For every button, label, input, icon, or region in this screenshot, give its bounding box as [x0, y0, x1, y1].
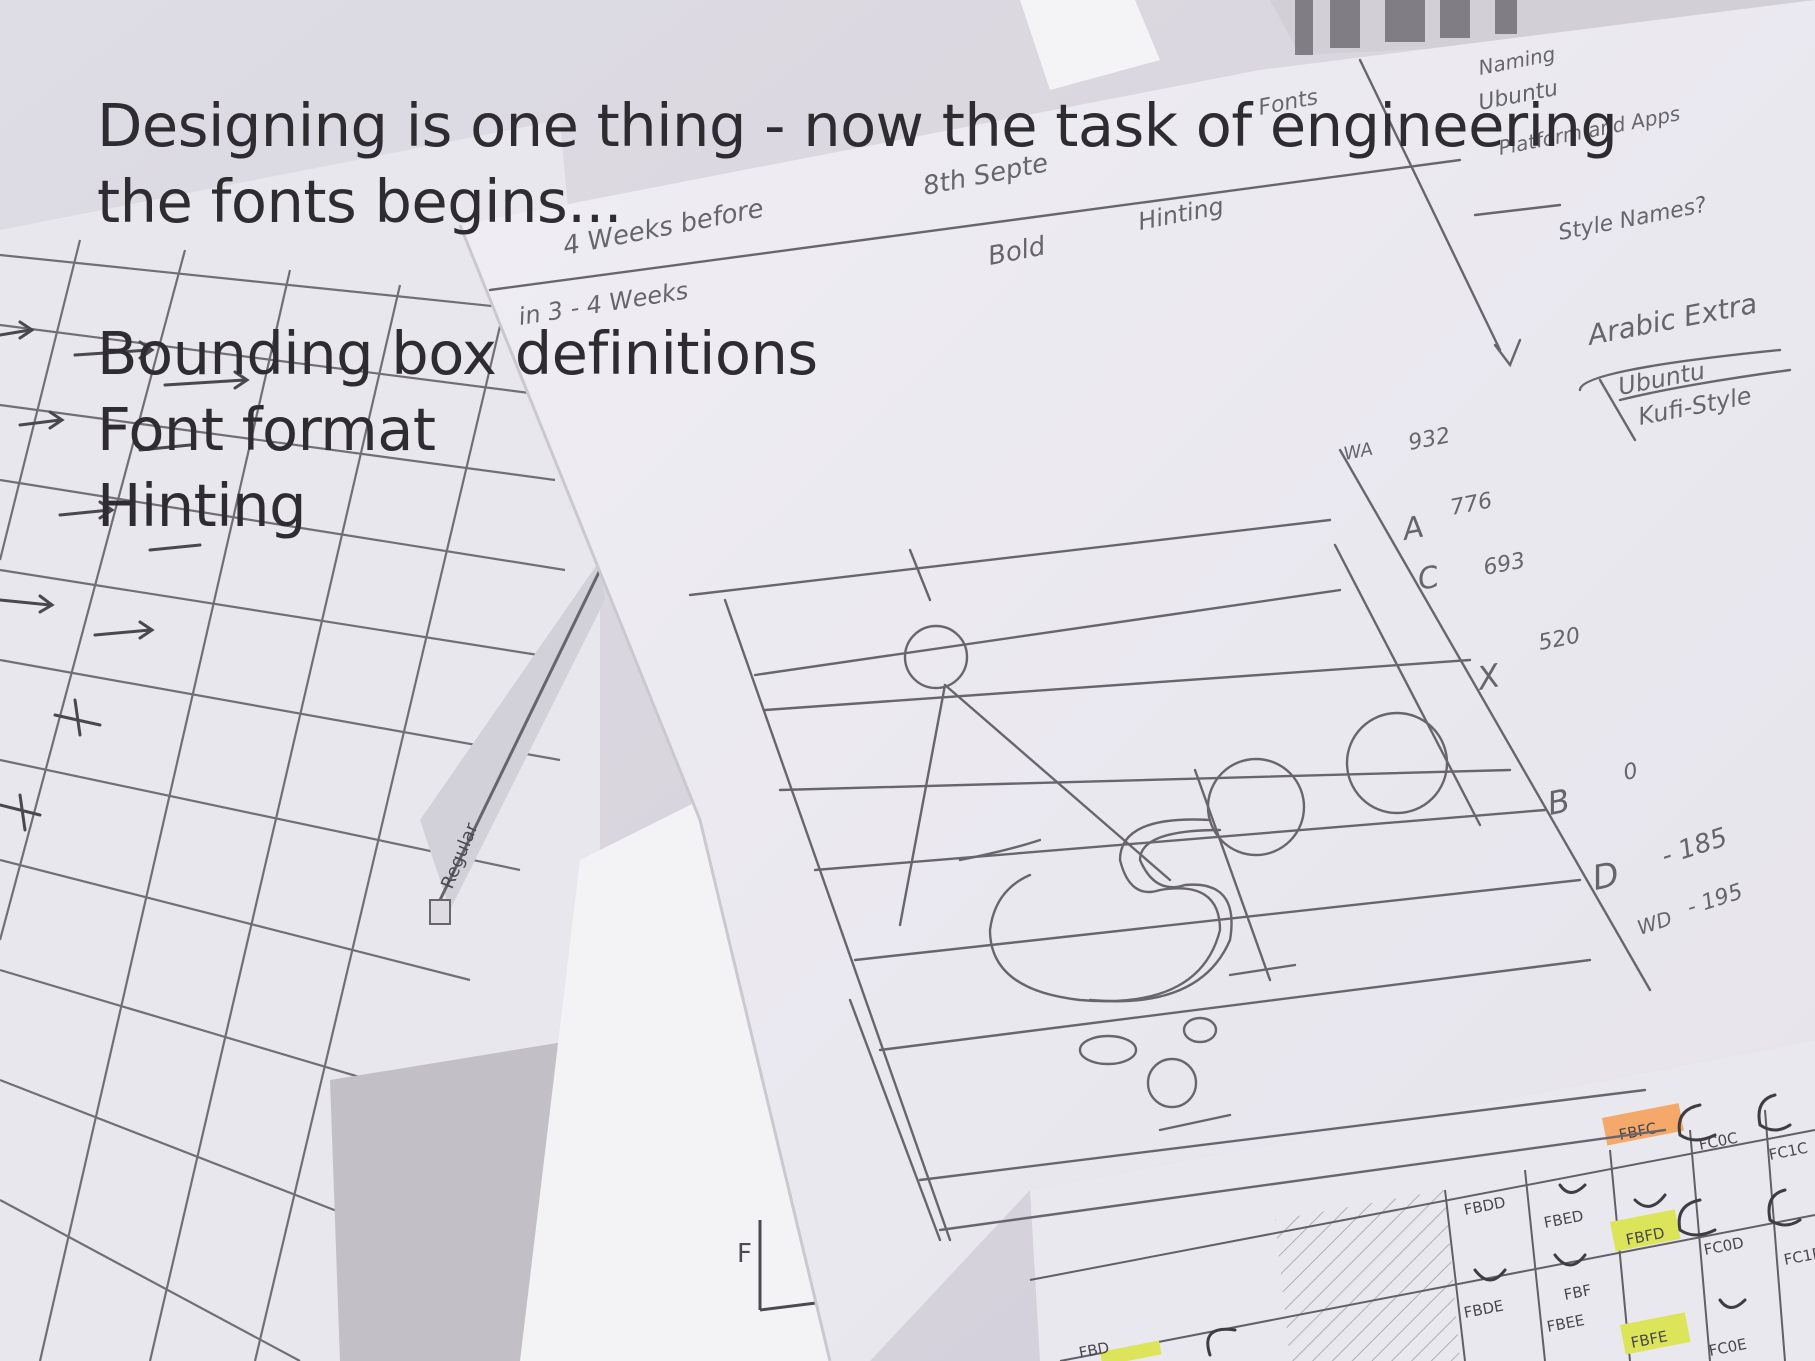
dark-print-marks-top: [1295, 0, 1517, 55]
middle-white-sheet: [520, 800, 830, 1361]
bullet-bounding-box-definitions: Bounding box definitions: [97, 319, 818, 388]
glyph-table: FBFC FC0C FC1C FBDD FBED FBFD FC0D FC1D …: [1029, 1040, 1815, 1361]
sketch-sheet: [460, 0, 1815, 1361]
slide-heading-line-2: the fonts begins...: [97, 167, 622, 236]
sketch-sheet-edge: [458, 224, 832, 1361]
pencil-sketch: [488, 58, 1792, 1242]
glyph-code: FBD: [1077, 1338, 1110, 1361]
slide-text: Designing is one thing - now the task of…: [97, 88, 1737, 544]
bullet-hinting: Hinting: [97, 471, 307, 540]
slide-heading-line-1: Designing is one thing - now the task of…: [97, 91, 1618, 160]
bottom-letter-f: F: [737, 1239, 752, 1269]
metric-value-0: 0: [1621, 759, 1640, 786]
left-grid-sheet: Regular: [0, 120, 605, 1361]
paragraph-gap: [97, 240, 1737, 316]
curled-paper-top: [1020, 0, 1160, 90]
glyph-code: FBF: [1562, 1281, 1592, 1304]
bullet-font-format: Font format: [97, 395, 436, 464]
